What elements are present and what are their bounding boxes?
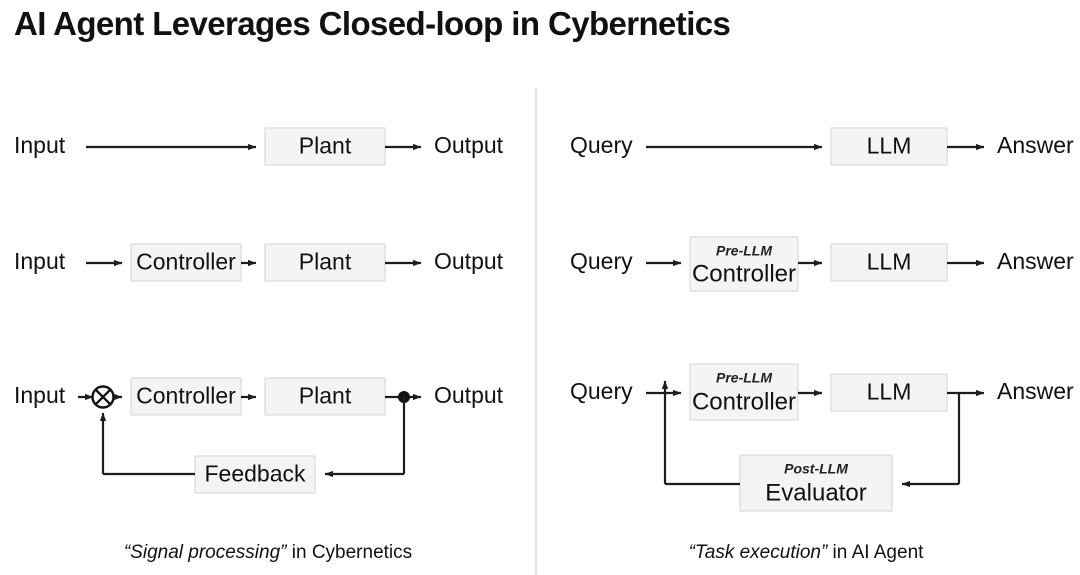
left-row3-block-controller-label: Controller	[136, 383, 236, 409]
right-row2-output-label: Answer	[997, 248, 1074, 274]
right-panel-caption: “Task execution” in AI Agent	[689, 542, 925, 563]
left-caption-quoted: “Signal processing”	[124, 542, 288, 563]
left-row2-input-label: Input	[14, 248, 66, 274]
right-row2-block-controller-sublabel: Pre-LLM	[716, 243, 772, 259]
right-row2-block-llm-label: LLM	[867, 249, 912, 275]
left-row1-block-plant-label: Plant	[299, 133, 352, 159]
right-row3-block-llm-label: LLM	[867, 379, 912, 405]
left-row3-input-label: Input	[14, 382, 66, 408]
right-row3-input-label: Query	[570, 378, 633, 404]
right-row3-block-controller-label: Controller	[692, 388, 796, 415]
left-row3-block-plant-label: Plant	[299, 383, 352, 409]
left-caption-rest: in Cybernetics	[286, 542, 412, 563]
right-row3-block-evaluator-sublabel: Post-LLM	[784, 461, 848, 477]
right-row3-block-evaluator-label: Evaluator	[765, 479, 866, 506]
left-row-open-loop-plant: Input Plant Output	[14, 127, 504, 166]
right-row1-block-llm-label: LLM	[867, 133, 912, 159]
left-row-controller-plant: Input Controller Plant Output	[14, 243, 504, 282]
left-row3-block-feedback-label: Feedback	[204, 461, 306, 487]
right-row-pre-llm-controller: Query Pre-LLM Controller LLM Answer	[570, 236, 1074, 292]
right-caption-quoted: “Task execution”	[689, 542, 829, 563]
left-row1-input-label: Input	[14, 132, 66, 158]
right-row-llm-only: Query LLM Answer	[570, 127, 1074, 166]
left-row1-output-label: Output	[434, 132, 504, 158]
left-row2-block-controller-label: Controller	[136, 249, 236, 275]
right-row1-output-label: Answer	[997, 132, 1074, 158]
page-title: AI Agent Leverages Closed-loop in Cybern…	[14, 5, 731, 42]
right-row2-block-controller-label: Controller	[692, 260, 796, 287]
right-row3-output-label: Answer	[997, 378, 1074, 404]
summing-junction-icon	[91, 385, 115, 409]
right-row3-block-controller-sublabel: Pre-LLM	[716, 370, 772, 386]
left-row2-block-plant-label: Plant	[299, 249, 352, 275]
right-row-agent-closed-loop: Query Pre-LLM Controller LLM Answer Post…	[570, 363, 1074, 512]
left-row3-output-label: Output	[434, 382, 504, 408]
right-row2-input-label: Query	[570, 248, 633, 274]
left-row-closed-loop: Input Controller Plant Output Fe	[14, 377, 504, 494]
left-panel-caption: “Signal processing” in Cybernetics	[124, 542, 412, 563]
right-caption-rest: in AI Agent	[827, 542, 924, 563]
left-row2-output-label: Output	[434, 248, 504, 274]
right-row1-input-label: Query	[570, 132, 633, 158]
